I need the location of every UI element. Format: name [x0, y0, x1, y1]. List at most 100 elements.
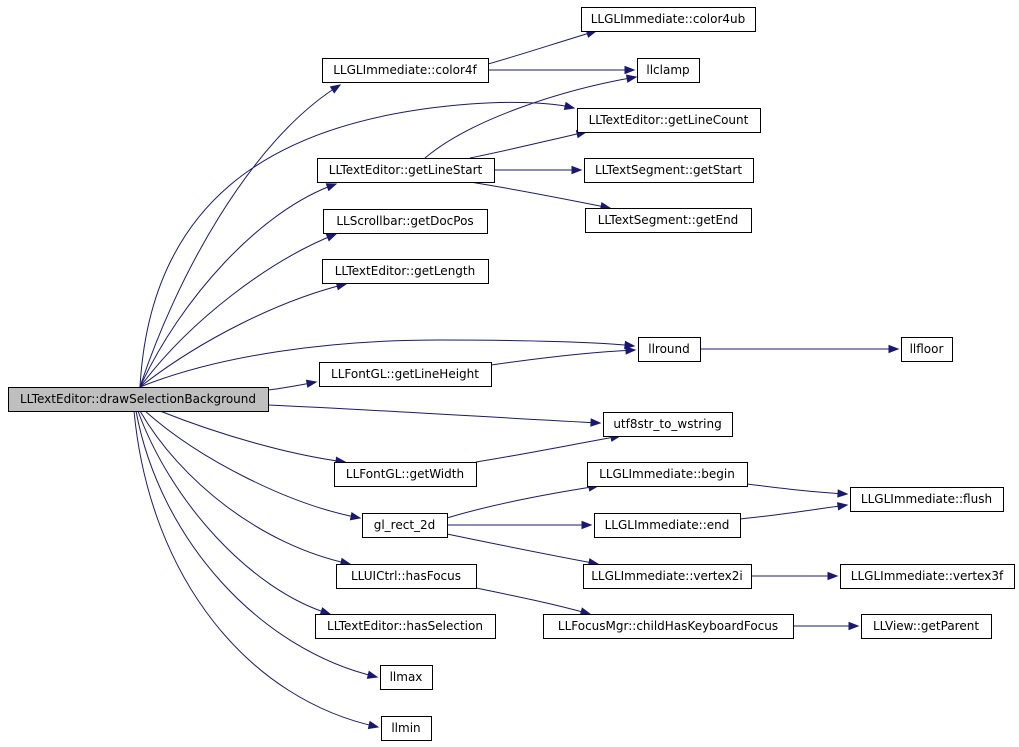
- edge-line: [475, 587, 591, 615]
- arrowhead: [367, 720, 380, 730]
- node-box: [584, 158, 754, 183]
- node-llfontgl-getlineheight[interactable]: LLFontGL::getLineHeight: [319, 362, 492, 387]
- arrowhead: [563, 101, 576, 110]
- node-llmin[interactable]: llmin: [381, 716, 432, 741]
- node-lltextsegment-getstart[interactable]: LLTextSegment::getStart: [584, 158, 754, 183]
- edge-lltexteditor-drawselectionbackground-to-llround: [139, 339, 636, 388]
- node-lltexteditor-getlinestart[interactable]: LLTextEditor::getLineStart: [317, 158, 495, 183]
- node-gl-rect-2d[interactable]: gl_rect_2d: [362, 513, 448, 538]
- arrowhead: [319, 607, 332, 616]
- arrowhead: [624, 340, 636, 350]
- node-utf8str-to-wstring[interactable]: utf8str_to_wstring: [603, 412, 733, 437]
- node-box: [587, 462, 748, 487]
- edge-line: [159, 410, 346, 463]
- edge-lltexteditor-drawselectionbackground-to-lluictrl-hasfocus: [139, 410, 352, 567]
- node-box: [594, 513, 741, 538]
- edge-line: [475, 435, 621, 463]
- edge-lltexteditor-drawselectionbackground-to-llscrollbar-getdocpos: [139, 233, 338, 388]
- edge-line: [469, 181, 611, 209]
- edge-llfontgl-getlineheight-to-llround: [490, 346, 637, 366]
- arrowhead: [827, 571, 839, 581]
- node-label: LLFontGL::getLineHeight: [331, 367, 479, 381]
- node-llglimmediate-vertex2i[interactable]: LLGLImmediate::vertex2i: [583, 564, 752, 589]
- node-box: [323, 209, 488, 234]
- node-box: [8, 387, 269, 412]
- node-label: LLGLImmediate::flush: [861, 492, 992, 506]
- node-box: [583, 564, 752, 589]
- edge-line: [139, 183, 337, 388]
- arrowhead: [366, 670, 379, 679]
- node-lltexteditor-hasselection[interactable]: LLTextEditor::hasSelection: [315, 614, 496, 639]
- node-box: [334, 462, 477, 487]
- node-box: [850, 487, 1004, 512]
- node-box: [585, 208, 752, 233]
- edge-llfontgl-getwidth-to-utf8str-to-wstring: [475, 433, 622, 463]
- node-lltexteditor-drawselectionbackground[interactable]: LLTextEditor::drawSelectionBackground: [8, 387, 269, 412]
- edge-line: [133, 410, 379, 728]
- node-llview-getparent[interactable]: LLView::getParent: [861, 614, 992, 639]
- node-box: [380, 665, 433, 690]
- edge-line: [446, 485, 599, 519]
- edge-lltexteditor-drawselectionbackground-to-llmax: [135, 410, 379, 679]
- arrowhead: [329, 84, 342, 94]
- node-label: LLTextEditor::drawSelectionBackground: [20, 392, 256, 406]
- node-llscrollbar-getdocpos[interactable]: LLScrollbar::getDocPos: [323, 209, 488, 234]
- node-llglimmediate-end[interactable]: LLGLImmediate::end: [594, 513, 741, 538]
- arrowhead: [624, 65, 636, 75]
- arrowhead: [581, 520, 593, 530]
- edge-lltexteditor-getlinestart-to-llclamp: [424, 74, 638, 159]
- node-label: llmin: [391, 721, 420, 735]
- arrowhead: [349, 512, 362, 521]
- arrowhead: [305, 379, 318, 388]
- edge-line: [267, 404, 601, 424]
- node-label: llround: [648, 342, 690, 356]
- node-lltexteditor-getlength[interactable]: LLTextEditor::getLength: [322, 259, 489, 284]
- edge-lltexteditor-drawselectionbackground-to-lltexteditor-getlinestart: [139, 183, 338, 388]
- node-label: LLFontGL::getWidth: [346, 467, 464, 481]
- node-box: [581, 7, 756, 32]
- edge-line: [139, 283, 347, 388]
- node-llfocusmgr-childhaskeyboardfocus[interactable]: LLFocusMgr::childHasKeyboardFocus: [543, 614, 794, 639]
- edge-line: [424, 76, 637, 159]
- node-llfontgl-getwidth[interactable]: LLFontGL::getWidth: [334, 462, 477, 487]
- node-label: LLView::getParent: [873, 619, 979, 633]
- node-llglimmediate-begin[interactable]: LLGLImmediate::begin: [587, 462, 748, 487]
- node-label: LLGLImmediate::vertex2i: [591, 569, 743, 583]
- edge-gl-rect-2d-to-llglimmediate-end: [447, 520, 593, 530]
- edge-llglimmediate-color4f-to-llglimmediate-color4ub: [487, 29, 598, 65]
- edge-line: [487, 30, 597, 65]
- node-llclamp[interactable]: llclamp: [637, 58, 700, 83]
- node-box: [315, 614, 496, 639]
- node-box: [317, 158, 495, 183]
- node-box: [319, 362, 492, 387]
- node-label: llmax: [390, 670, 423, 684]
- node-llround[interactable]: llround: [638, 337, 701, 362]
- arrowhead: [325, 233, 338, 242]
- node-llglimmediate-color4ub[interactable]: LLGLImmediate::color4ub: [581, 7, 756, 32]
- node-llglimmediate-vertex3f[interactable]: LLGLImmediate::vertex3f: [840, 564, 1015, 589]
- node-box: [577, 108, 761, 133]
- node-label: LLTextEditor::getLineCount: [589, 113, 749, 127]
- arrowhead: [837, 489, 849, 498]
- edge-llglimmediate-color4f-to-llclamp: [488, 65, 636, 75]
- node-box: [840, 564, 1015, 589]
- node-label: LLTextEditor::hasSelection: [327, 619, 483, 633]
- node-llmax[interactable]: llmax: [380, 665, 433, 690]
- edge-lltexteditor-drawselectionbackground-to-llfontgl-getwidth: [159, 410, 347, 465]
- edge-lltexteditor-drawselectionbackground-to-gl-rect-2d: [144, 410, 362, 521]
- edge-line: [139, 410, 351, 565]
- edge-llfocusmgr-childhaskeyboardfocus-to-llview-getparent: [793, 621, 860, 631]
- node-llglimmediate-color4f[interactable]: LLGLImmediate::color4f: [322, 58, 489, 83]
- node-label: LLTextEditor::getLineStart: [329, 163, 483, 177]
- edge-lltexteditor-drawselectionbackground-to-utf8str-to-wstring: [267, 404, 602, 427]
- arrowhead: [590, 418, 602, 427]
- node-lluictrl-hasfocus[interactable]: LLUICtrl::hasFocus: [336, 564, 477, 589]
- node-lltextsegment-getend[interactable]: LLTextSegment::getEnd: [585, 208, 752, 233]
- edge-llglimmediate-end-to-llglimmediate-flush: [739, 502, 849, 520]
- edge-gl-rect-2d-to-llglimmediate-begin: [446, 483, 600, 519]
- node-llglimmediate-flush[interactable]: LLGLImmediate::flush: [850, 487, 1004, 512]
- edge-gl-rect-2d-to-llglimmediate-vertex2i: [446, 533, 600, 567]
- node-llfloor[interactable]: llfloor: [901, 337, 953, 362]
- node-lltexteditor-getlinecount[interactable]: LLTextEditor::getLineCount: [577, 108, 761, 133]
